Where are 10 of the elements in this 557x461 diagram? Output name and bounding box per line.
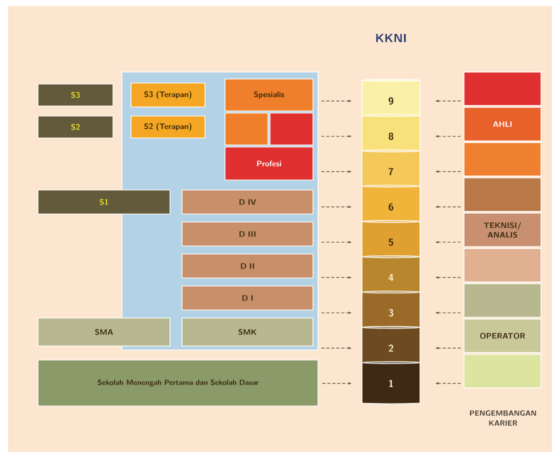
cylinder-disc: 1 xyxy=(362,361,420,404)
career-box xyxy=(464,283,542,318)
career-box xyxy=(464,354,542,388)
level-box xyxy=(270,112,314,146)
career-box xyxy=(464,72,542,106)
level-box xyxy=(224,112,268,146)
heading: KKNI xyxy=(376,34,406,42)
career-box xyxy=(464,248,542,282)
career-box xyxy=(464,177,542,212)
career-box xyxy=(464,142,542,176)
